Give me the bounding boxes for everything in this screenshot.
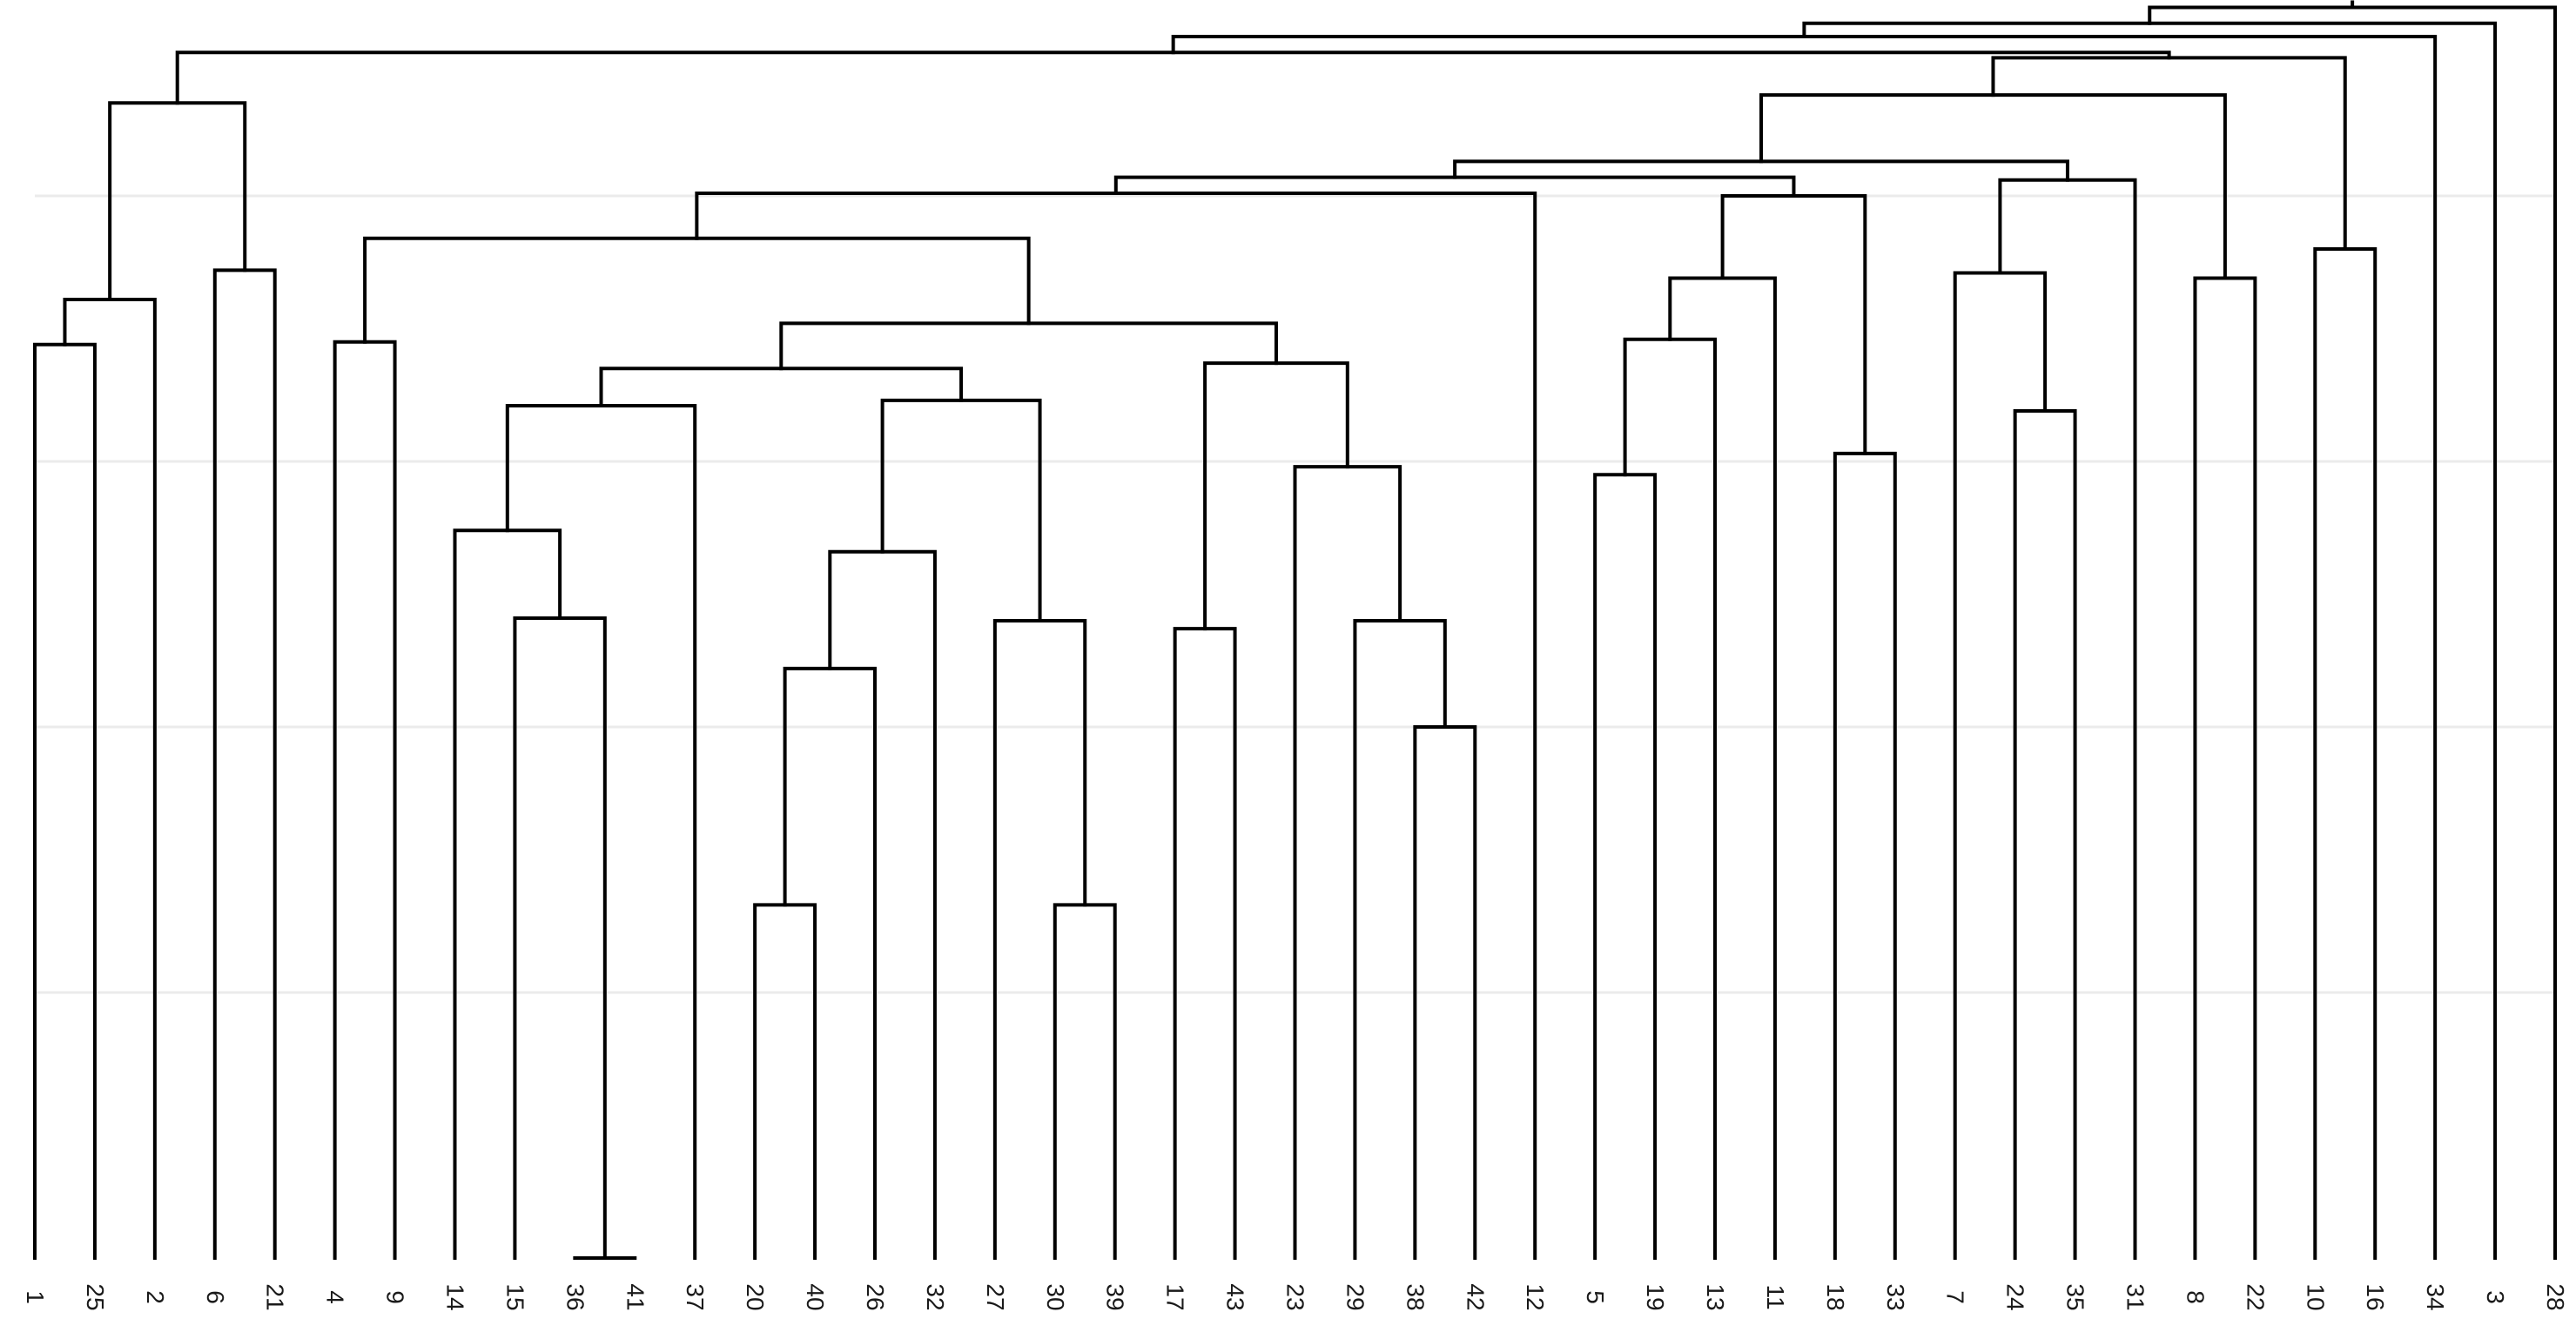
- dendrogram-branch: [992, 619, 1087, 1260]
- dendrogram-branch: [513, 616, 607, 1260]
- dendrogram-branch: [783, 666, 877, 1260]
- dendrogram-branch: [2313, 247, 2378, 1260]
- dendrogram-branch: [1623, 337, 1717, 1260]
- leaf-label: 33: [1882, 1283, 1909, 1310]
- dendrogram-branch: [753, 903, 817, 1260]
- leaf-label: 23: [1282, 1283, 1309, 1310]
- dendrogram-branch: [1293, 465, 1402, 1260]
- leaf-label: 20: [742, 1283, 769, 1310]
- leaf-label: 14: [442, 1283, 469, 1310]
- dendrogram-branch: [1720, 194, 1867, 455]
- dendrogram-branch: [1953, 271, 2048, 1260]
- dendrogram-branch: [1833, 451, 1897, 1260]
- leaf-label: 22: [2242, 1283, 2269, 1310]
- dendrogram-branch: [1593, 473, 1658, 1260]
- branch-layer: [33, 0, 2557, 1260]
- leaf-label: 2: [142, 1290, 169, 1304]
- leaf-label: 5: [1582, 1290, 1609, 1304]
- dendrogram-branch: [1998, 178, 2137, 1260]
- dendrogram-branch: [33, 342, 97, 1260]
- leaf-label: 24: [2002, 1283, 2029, 1310]
- dendrogram-branch: [1053, 903, 1117, 1260]
- leaf-label: 26: [862, 1283, 889, 1310]
- leaf-label: 13: [1702, 1283, 1729, 1310]
- leaf-label: 34: [2422, 1283, 2449, 1310]
- leaf-label: 16: [2362, 1283, 2389, 1310]
- leaf-label: 39: [1102, 1283, 1129, 1310]
- dendrogram-branch: [1203, 361, 1349, 631]
- leaf-label: 9: [382, 1290, 409, 1304]
- dendrogram-branch: [212, 268, 277, 1260]
- leaf-label: 8: [2182, 1290, 2209, 1304]
- leaf-label: 3: [2482, 1290, 2509, 1304]
- dendrogram-branch: [1759, 93, 2227, 280]
- dendrogram-branch: [880, 398, 1042, 622]
- leaf-label: 1: [22, 1290, 49, 1304]
- leaf-label: 32: [922, 1283, 949, 1310]
- dendrogram-branch: [505, 403, 697, 1260]
- dendrogram-branch: [1173, 627, 1237, 1260]
- leaf-label: 18: [1822, 1283, 1849, 1310]
- dendrogram-branch: [453, 528, 562, 1260]
- leaf-label: 7: [1942, 1290, 1969, 1304]
- leaf-label: 12: [1522, 1283, 1549, 1310]
- leaf-label: 4: [322, 1290, 349, 1304]
- leaf-label: 29: [1342, 1283, 1369, 1310]
- leaf-label: 37: [682, 1283, 709, 1310]
- leaf-label: 36: [562, 1283, 589, 1310]
- leaf-label: 40: [802, 1283, 829, 1310]
- dendrogram-branch: [1668, 276, 1777, 1260]
- dendrogram-branch: [1171, 35, 2438, 1260]
- leaf-label: 30: [1042, 1283, 1069, 1310]
- dendrogram-branch: [363, 236, 1031, 344]
- dendrogram-branch: [63, 297, 157, 1260]
- dendrogram-branch: [2013, 409, 2077, 1260]
- leaf-label: 10: [2302, 1283, 2329, 1310]
- leaf-label: 25: [82, 1283, 109, 1310]
- leaf-label: 19: [1642, 1283, 1669, 1310]
- leaf-label: 11: [1762, 1284, 1789, 1309]
- leaf-label: 42: [1462, 1283, 1489, 1310]
- dendrogram-branch: [2193, 276, 2257, 1260]
- leaf-label: 28: [2542, 1283, 2569, 1310]
- dendrogram-branch: [1991, 56, 2347, 251]
- leaf-label: 35: [2062, 1283, 2089, 1310]
- leaf-label: 41: [622, 1283, 649, 1310]
- dendrogram-branch: [1353, 619, 1447, 1260]
- dendrogram-branch: [828, 549, 937, 1260]
- leaf-label: 15: [501, 1283, 528, 1310]
- leaf-label: 17: [1162, 1283, 1189, 1310]
- leaf-label: 6: [202, 1290, 229, 1304]
- leaf-label: 21: [262, 1283, 289, 1310]
- dendrogram-branch: [779, 321, 1278, 371]
- dendrogram-branch: [333, 340, 397, 1260]
- leaf-label: 27: [982, 1283, 1009, 1310]
- leaf-label: 38: [1402, 1283, 1429, 1310]
- leaf-label: 31: [2122, 1283, 2149, 1310]
- dendrogram-branch: [1802, 21, 2498, 1260]
- leaf-label: 43: [1222, 1283, 1249, 1310]
